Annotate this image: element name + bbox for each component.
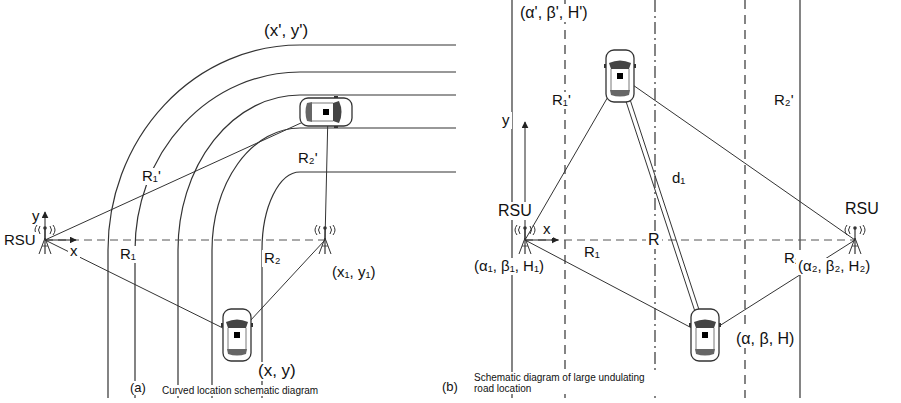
- baseline-dashed: [45, 240, 325, 241]
- range-lines-a: [45, 112, 328, 335]
- axis-label: x: [541, 221, 553, 238]
- car-icon: [221, 309, 253, 361]
- range-label: R₁': [550, 92, 573, 109]
- range-lines-b: [525, 75, 855, 336]
- range-label: R₂': [772, 92, 796, 109]
- baseline-label: R: [646, 231, 662, 249]
- car-icon: [689, 309, 721, 361]
- range-label: R₁': [140, 168, 163, 185]
- panel-letter: (b): [440, 380, 460, 394]
- panel-caption: Curved location schematic diagram: [160, 385, 320, 396]
- coordinate-label: (α, β, H): [734, 330, 796, 348]
- rsu-label: RSU: [2, 232, 38, 249]
- coordinate-label: (α', β', H'): [518, 4, 590, 22]
- rsu-icon: [515, 225, 535, 254]
- panel-letter: (a): [128, 381, 148, 395]
- range-label: R₂': [296, 150, 320, 167]
- curved-road: [108, 45, 456, 398]
- rsu-icon: [845, 225, 865, 254]
- axes-b: [525, 122, 558, 240]
- panel-caption: Schematic diagram of large undulating ro…: [472, 372, 661, 394]
- axes-a: [45, 212, 76, 240]
- range-label: R₁: [118, 246, 138, 263]
- rsu-label: RSU: [843, 200, 881, 218]
- rsu-label: RSU: [496, 202, 534, 220]
- coordinate-label: (x₁, y₁): [330, 264, 377, 281]
- distance-label: d₁: [670, 170, 687, 187]
- coordinate-label: (α₂, β₂, H₂): [796, 258, 872, 275]
- lane-lines: [512, 0, 800, 398]
- rsu-icon: [315, 225, 335, 254]
- coordinate-label: (x, y): [256, 362, 298, 381]
- axis-label: y: [500, 112, 512, 129]
- rsu-icon: [35, 225, 55, 254]
- coordinate-label: (x', y'): [262, 22, 310, 41]
- range-label: R₁: [582, 244, 602, 261]
- axis-label: x: [68, 243, 80, 260]
- coordinate-label: (α₁, β₁, H₁): [472, 258, 546, 275]
- car-icon: [300, 96, 352, 128]
- axis-label: y: [30, 208, 42, 225]
- baseline-dashed: [525, 240, 855, 241]
- car-icon: [604, 50, 636, 102]
- range-label: R₂: [262, 250, 283, 267]
